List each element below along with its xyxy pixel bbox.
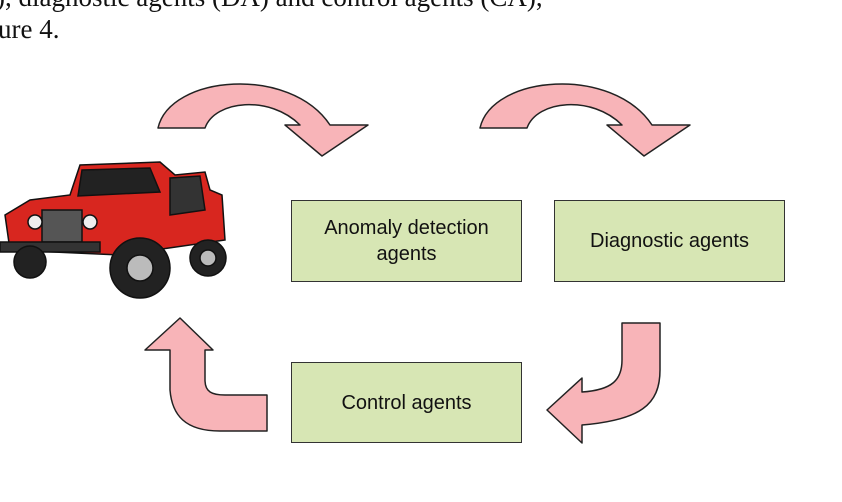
body-text-line-clipped: ), diagnostic agents (DA) and control ag… [0,0,543,13]
arrow-anomaly-to-diagnostic [479,83,691,157]
arrow-vehicle-to-anomaly [157,83,369,157]
body-text-line: ure 4. [0,14,60,44]
anomaly-detection-agents-box: Anomaly detection agents [291,200,522,282]
anomaly-detection-agents-label: Anomaly detection agents [324,217,489,265]
arrow-diagnostic-to-control [546,322,661,444]
diagnostic-agents-label: Diagnostic agents [590,230,749,252]
control-agents-box: Control agents [291,362,522,443]
control-agents-label: Control agents [341,391,472,414]
diagnostic-agents-box: Diagnostic agents [554,200,785,282]
jeep-image [0,161,227,299]
arrow-control-to-vehicle [144,317,268,432]
